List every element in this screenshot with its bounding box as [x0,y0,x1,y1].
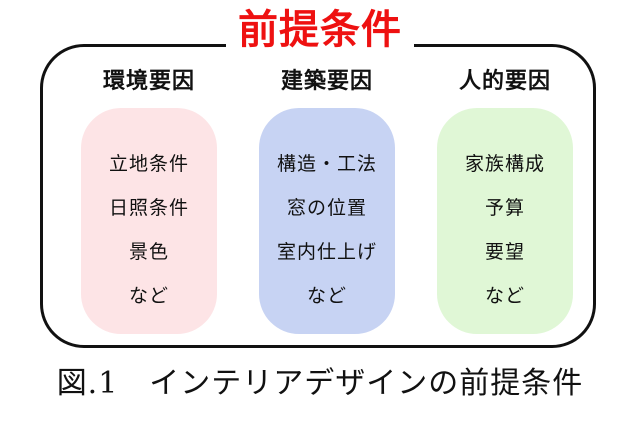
figure-caption: 図.1 インテリアデザインの前提条件 [56,366,584,401]
column-heading-human: 人的要因 [458,68,551,94]
list-item: 立地条件 [108,153,189,175]
pill-environment [81,108,217,334]
list-item: 構造・工法 [276,153,377,175]
column-heading-architecture: 建築要因 [280,68,373,94]
list-item: など [484,285,525,307]
pill-architecture [259,108,395,334]
column-heading-environment: 環境要因 [102,68,195,94]
list-item: など [306,285,347,307]
list-item: 要望 [484,241,525,263]
column-environment: 環境要因 立地条件 日照条件 景色 など [64,66,234,334]
list-item: など [128,285,169,307]
item-list-environment: 立地条件 日照条件 景色 など [64,142,234,318]
list-item: 室内仕上げ [276,241,377,263]
list-item: 予算 [484,197,525,219]
column-architecture: 建築要因 構造・工法 窓の位置 室内仕上げ など [242,66,412,334]
column-human: 人的要因 家族構成 予算 要望 など [420,66,590,334]
list-item: 景色 [128,241,169,263]
list-item: 日照条件 [108,197,189,219]
list-item: 窓の位置 [286,197,367,219]
item-list-human: 家族構成 予算 要望 など [420,142,590,318]
pill-human [437,108,573,334]
list-item: 家族構成 [464,153,545,175]
item-list-architecture: 構造・工法 窓の位置 室内仕上げ など [242,142,412,318]
